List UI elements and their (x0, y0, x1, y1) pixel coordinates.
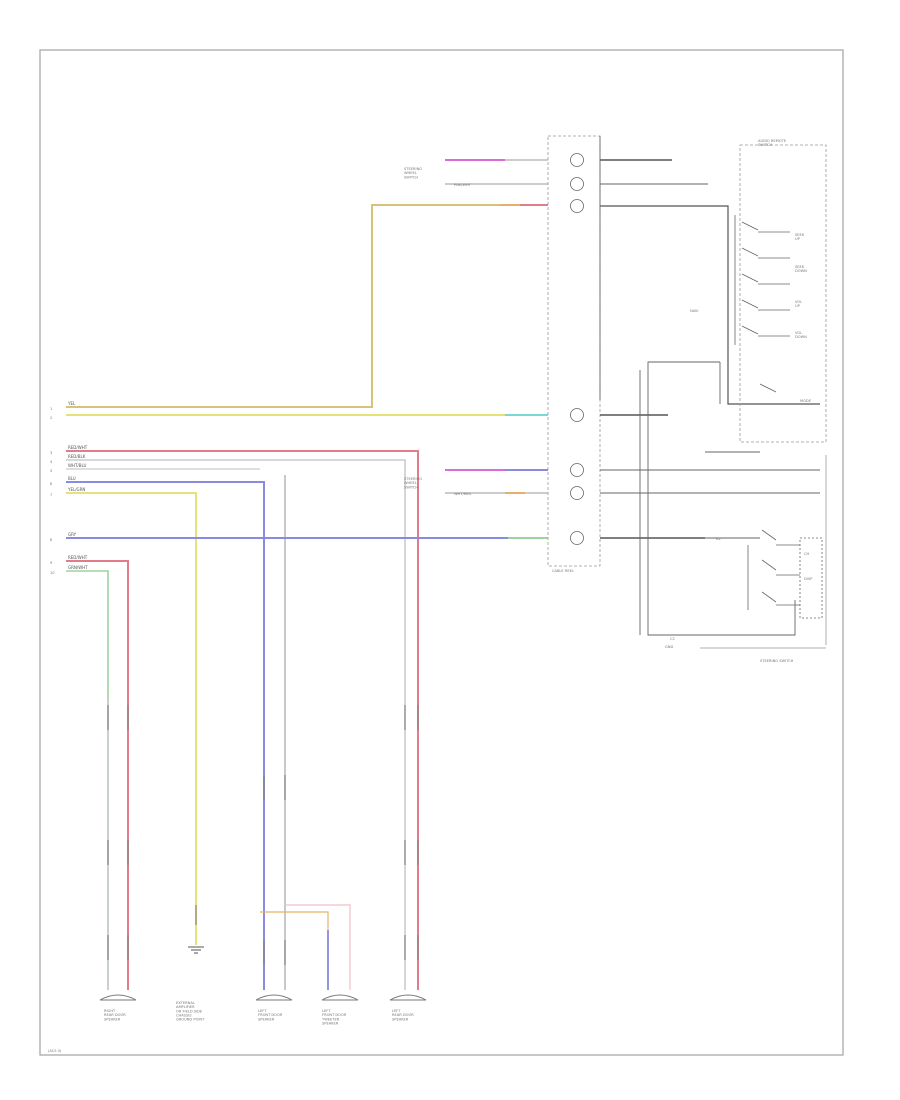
label-blu: BLU (68, 476, 76, 481)
label-wht-blu: WHT/BLU (68, 463, 87, 468)
wire-pink-tweeter (285, 904, 351, 990)
svg-text:1: 1 (50, 407, 52, 411)
wire-white-1 (66, 459, 406, 990)
label-red-wht-upper: RED/WHT (68, 445, 88, 450)
switch-mode: MODE (800, 399, 812, 403)
svg-text:9: 9 (50, 561, 53, 565)
steering-switch-title: STEERING SWITCH (760, 659, 794, 663)
wire-tan-upper (66, 204, 545, 408)
left-pin-numbers: 1 2 3 4 5 6 7 8 9 10 (50, 407, 55, 575)
label-pnk-wht: PNK/WHT (454, 183, 472, 187)
wire-blue-1 (66, 481, 265, 990)
connector-pins (570, 153, 584, 545)
steering-switch-loop (647, 361, 796, 636)
resistor-label: R2 (716, 537, 721, 541)
label-yel-grn: YEL/GRN (67, 487, 85, 492)
svg-text:8: 8 (50, 538, 53, 542)
wire-red-1 (66, 450, 419, 990)
lower-switches (747, 529, 823, 619)
label-yel: YEL (67, 401, 76, 406)
svg-text:3: 3 (50, 451, 52, 455)
label-red-blk-upper: RED/BLK (68, 454, 86, 459)
label-gry: GRY (68, 532, 77, 537)
center-connector: CABLE REEL (547, 135, 601, 573)
wire-red-2 (66, 560, 129, 990)
label-grn-wht: GRN/WHT (68, 565, 88, 570)
label-red-wht-lower: RED/WHT (68, 555, 88, 560)
switch-ch: CH (804, 552, 810, 556)
switch-disp: DISP (804, 577, 813, 581)
upper-switch-wires (445, 159, 548, 494)
ground-label: GND (665, 645, 673, 649)
main-harness-wires (66, 204, 548, 990)
svg-text:6: 6 (50, 482, 53, 486)
cable-code: C2 (670, 637, 675, 641)
wire-yellow-ground (66, 492, 197, 945)
svg-text:7: 7 (50, 493, 52, 497)
svg-text:10: 10 (50, 571, 55, 575)
svg-text:4: 4 (50, 460, 53, 464)
sub-label: NAVI (690, 309, 698, 313)
label-wht-red: WHT/RED (454, 492, 471, 496)
switch-ladder (741, 221, 790, 393)
left-wire-labels: RED/WHT RED/BLK WHT/BLU BLU YEL/GRN GRY … (67, 401, 88, 570)
audio-remote-box (739, 144, 827, 443)
footnote: (ACS 0) (48, 1049, 62, 1053)
inline-connectors (107, 705, 419, 965)
connector-caption: CABLE REEL (552, 569, 574, 573)
wire-green-2 (66, 570, 109, 990)
svg-text:5: 5 (50, 469, 52, 473)
svg-text:2: 2 (50, 416, 52, 420)
diagram-frame (39, 49, 844, 1056)
wire-orange-tweeter (260, 911, 329, 990)
